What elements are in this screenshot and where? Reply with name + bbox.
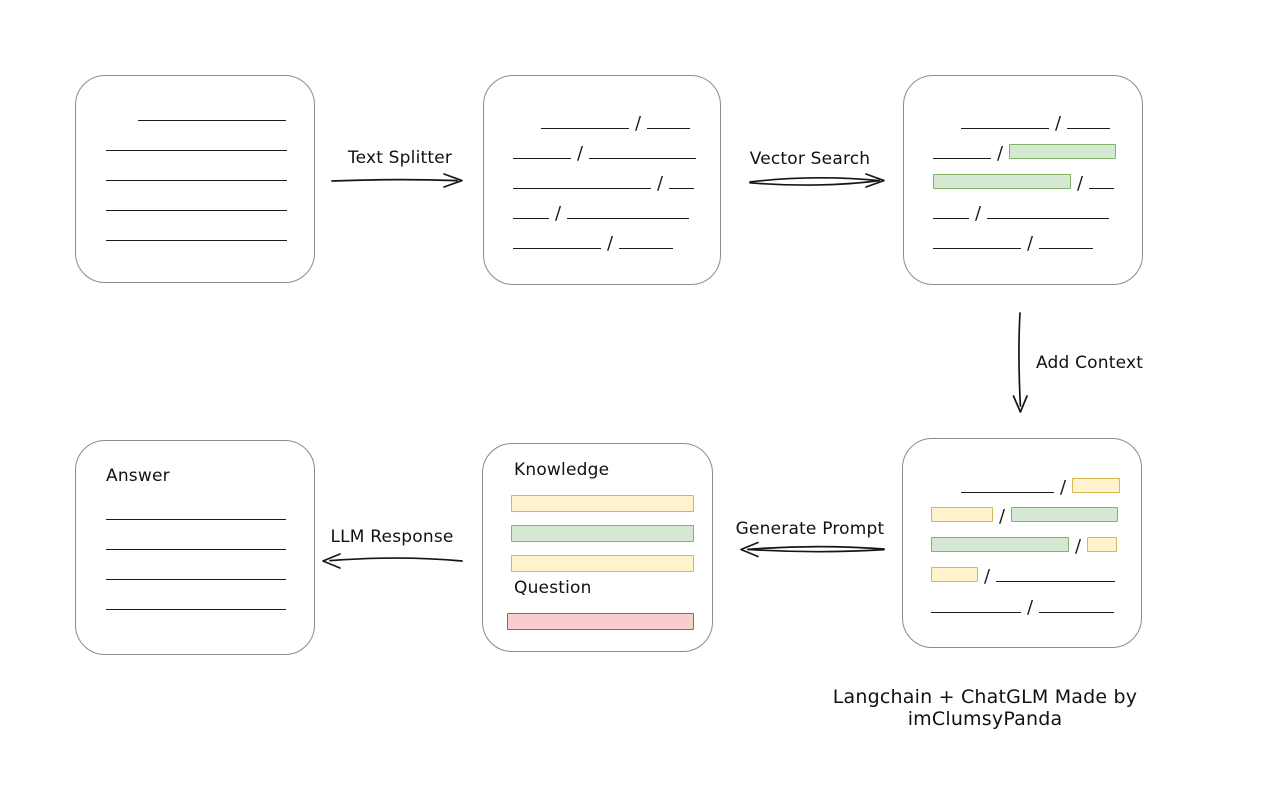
text-line — [106, 240, 287, 241]
slash-separator: / — [1055, 113, 1062, 134]
text-chunk-row: / — [933, 201, 1110, 224]
slash-separator: / — [1027, 233, 1034, 254]
text-line — [669, 188, 695, 189]
add-context-arrow — [1012, 312, 1028, 413]
text-line — [1039, 248, 1094, 249]
slash-separator: / — [555, 203, 562, 224]
text-line — [931, 612, 1021, 613]
text-splitter-arrow — [331, 173, 463, 188]
text-line — [106, 210, 287, 211]
slash-separator: / — [635, 113, 642, 134]
text-line — [961, 128, 1049, 129]
answer-label: Answer — [106, 466, 170, 486]
matched-chunk-green — [933, 174, 1071, 189]
slash-separator: / — [975, 203, 982, 224]
generate-prompt-arrow — [740, 541, 885, 558]
text-line — [1067, 128, 1111, 129]
text-line — [647, 128, 691, 129]
context-chunk-yellow — [1072, 478, 1121, 493]
question-label: Question — [514, 578, 592, 598]
knowledge-bar-green — [511, 525, 694, 542]
slash-separator: / — [999, 506, 1006, 527]
context-chunk-yellow — [931, 507, 993, 522]
text-chunk-row: / — [961, 111, 1111, 134]
context-result-box: / / / / / — [902, 438, 1142, 648]
text-line — [567, 218, 690, 219]
slash-separator: / — [607, 233, 614, 254]
question-bar-red — [507, 613, 694, 630]
knowledge-bar-yellow — [511, 495, 694, 512]
answer-box: Answer — [75, 440, 315, 655]
text-line — [541, 128, 629, 129]
text-line — [106, 519, 286, 520]
text-chunk-row: / — [961, 475, 1121, 498]
text-chunk-row: / — [513, 141, 697, 164]
text-line — [513, 158, 571, 159]
text-chunk-row: / — [513, 231, 674, 254]
text-line — [1039, 612, 1115, 613]
llm-response-arrow — [322, 553, 463, 569]
text-line — [961, 492, 1054, 493]
text-line — [987, 218, 1110, 219]
slash-separator: / — [1060, 477, 1067, 498]
text-line — [933, 158, 991, 159]
matched-chunk-green — [1011, 507, 1119, 522]
text-chunk-row: / — [513, 171, 695, 194]
slash-separator: / — [577, 143, 584, 164]
text-line — [933, 248, 1021, 249]
text-line — [138, 120, 286, 121]
text-line — [106, 579, 286, 580]
knowledge-label: Knowledge — [514, 460, 610, 480]
text-chunk-row: / — [931, 534, 1118, 557]
text-line — [106, 609, 286, 610]
text-line — [619, 248, 674, 249]
vector-search-arrow — [749, 173, 885, 188]
knowledge-bar-yellow — [511, 555, 694, 572]
text-line — [513, 248, 601, 249]
text-chunk-row: / — [933, 231, 1094, 254]
text-line — [1089, 188, 1115, 189]
text-chunk-row: / — [931, 504, 1119, 527]
context-chunk-yellow — [931, 567, 978, 582]
add-context-label: Add Context — [1036, 353, 1144, 373]
matched-chunk-green — [1009, 144, 1117, 159]
text-line — [589, 158, 697, 159]
slash-separator: / — [1027, 597, 1034, 618]
text-chunk-row: / — [933, 171, 1115, 194]
matched-chunk-green — [931, 537, 1069, 552]
text-chunk-row: / — [933, 141, 1117, 164]
text-chunk-row: / — [931, 595, 1115, 618]
split-text-box: / / / / / — [483, 75, 721, 285]
text-line — [933, 218, 969, 219]
diagram-caption: Langchain + ChatGLM Made by imClumsyPand… — [832, 686, 1138, 730]
text-line — [513, 218, 549, 219]
text-line — [106, 180, 287, 181]
prompt-box: Knowledge Question — [482, 443, 713, 652]
text-line — [106, 150, 287, 151]
document-box — [75, 75, 315, 283]
generate-prompt-label: Generate Prompt — [735, 519, 885, 539]
slash-separator: / — [984, 566, 991, 587]
text-chunk-row: / — [541, 111, 691, 134]
slash-separator: / — [1075, 536, 1082, 557]
text-chunk-row: / — [931, 564, 1116, 587]
slash-separator: / — [1077, 173, 1084, 194]
context-chunk-yellow — [1087, 537, 1118, 552]
slash-separator: / — [997, 143, 1004, 164]
vector-search-label: Vector Search — [749, 149, 871, 169]
text-line — [106, 549, 286, 550]
vector-search-result-box: / / / / / — [903, 75, 1143, 285]
text-line — [513, 188, 651, 189]
text-splitter-label: Text Splitter — [347, 148, 453, 168]
slash-separator: / — [657, 173, 664, 194]
llm-response-label: LLM Response — [330, 527, 454, 547]
text-chunk-row: / — [513, 201, 690, 224]
text-line — [996, 581, 1116, 582]
